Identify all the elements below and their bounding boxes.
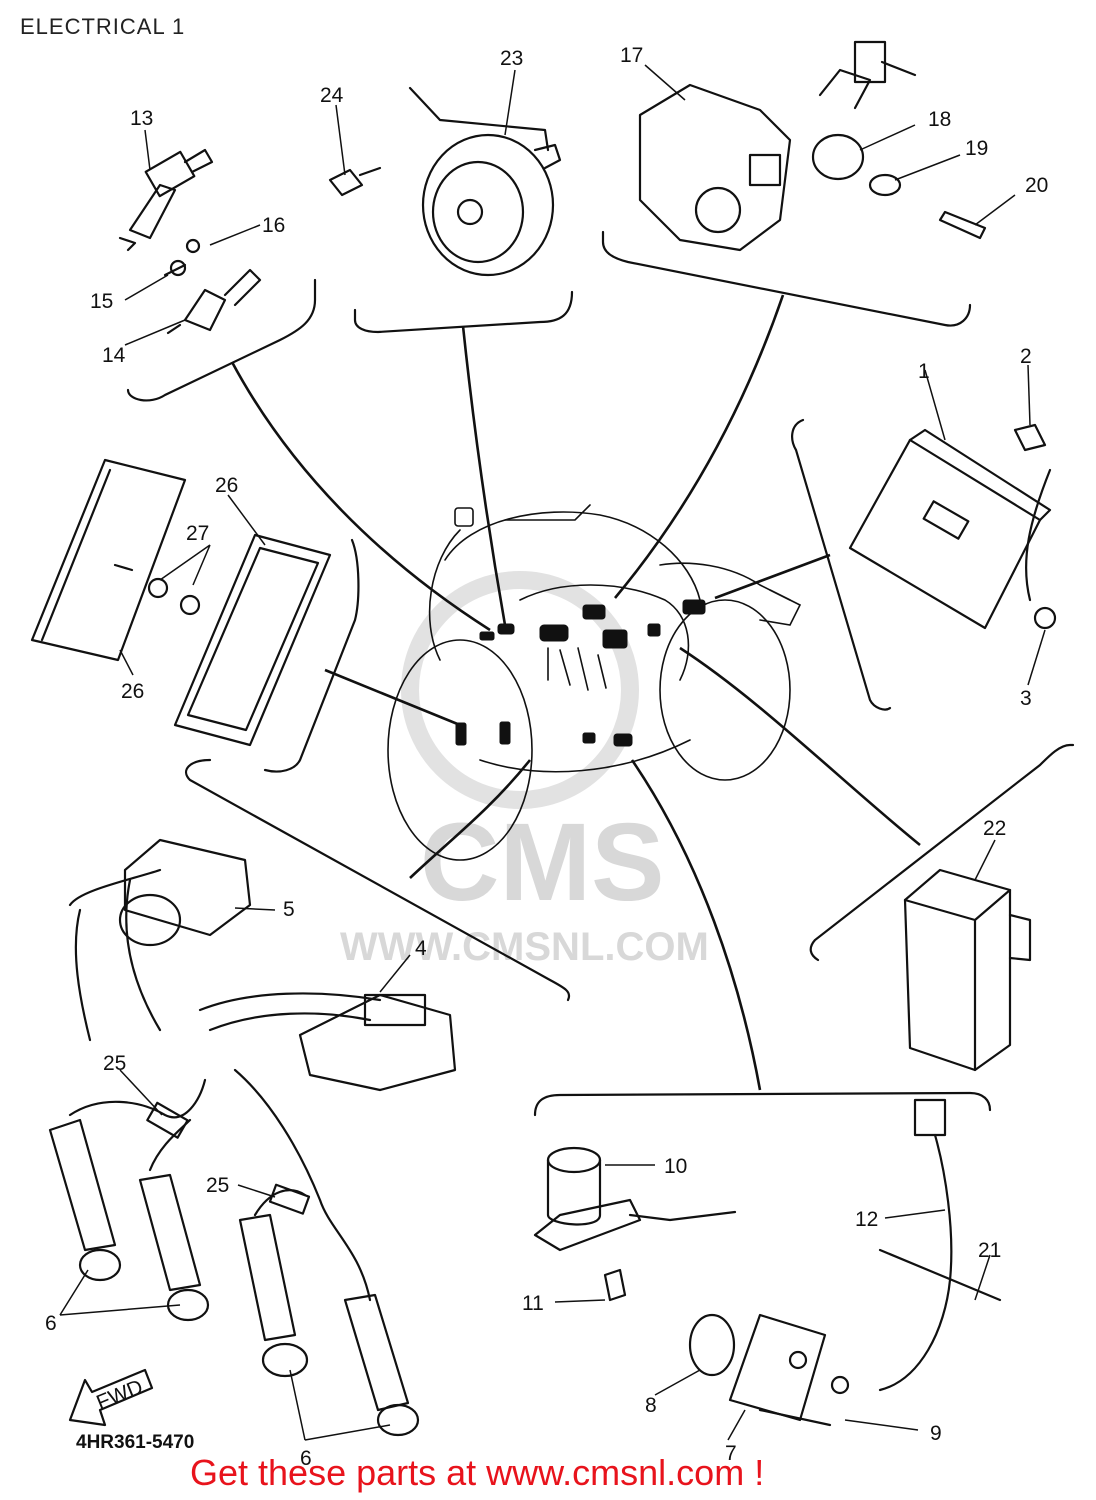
callout-14: 14: [102, 344, 126, 367]
callout-24: 24: [320, 84, 344, 107]
callout-17: 17: [620, 44, 643, 67]
watermark-url: WWW.CMSNL.COM: [340, 925, 709, 969]
plug-cap-group: [48, 1068, 420, 1437]
callout-9: 9: [930, 1422, 942, 1445]
callout-11: 11: [522, 1292, 544, 1315]
relay-group: [903, 868, 1032, 1072]
callout-25a: 25: [103, 1052, 126, 1075]
callout-12: 12: [855, 1208, 878, 1231]
watermark: CMS WWW.CMSNL.COM: [340, 571, 709, 969]
callout-5: 5: [283, 898, 295, 921]
motorcycle-sketch: [387, 504, 802, 861]
callout-15: 15: [90, 290, 113, 313]
callout-2: 2: [1020, 345, 1032, 368]
ignitor-unit-group: [848, 423, 1057, 630]
lock-assembly-group: [638, 40, 987, 252]
switch-sensor-group: [688, 1098, 1002, 1427]
callout-18: 18: [928, 108, 951, 131]
callout-20: 20: [1025, 174, 1048, 197]
callout-13: 13: [130, 107, 153, 130]
ignition-coil-group: [68, 838, 457, 1092]
callout-22: 22: [983, 817, 1006, 840]
callout-6b: 6: [300, 1447, 312, 1470]
callout-4: 4: [415, 937, 427, 960]
page-title: ELECTRICAL 1: [20, 14, 186, 39]
diagram-code: 4HR361-5470: [76, 1432, 195, 1453]
callout-25b: 25: [206, 1174, 229, 1197]
starter-relay-group: [533, 1146, 737, 1302]
callout-26a: 26: [215, 474, 238, 497]
promo-link-text[interactable]: Get these parts at www.cmsnl.com !: [190, 1452, 765, 1493]
callout-23: 23: [500, 47, 523, 70]
callout-3: 3: [1020, 687, 1032, 710]
horn-group: [328, 86, 562, 277]
watermark-brand: CMS: [420, 801, 664, 924]
callout-26b: 26: [121, 680, 144, 703]
thermo-sensor-group: [118, 148, 262, 335]
callout-leaders: [59, 64, 1046, 1441]
callout-1: 1: [918, 360, 930, 383]
callout-19: 19: [965, 137, 988, 160]
callout-6a: 6: [45, 1312, 57, 1335]
callout-8: 8: [645, 1394, 657, 1417]
callout-7: 7: [725, 1442, 737, 1465]
callout-21: 21: [978, 1239, 1001, 1262]
callout-27: 27: [186, 522, 209, 545]
callout-10: 10: [664, 1155, 687, 1178]
callout-labels: 1 2 3 4 5 6 6 7 8 9 10 11 12 13 14 15 16…: [45, 44, 1048, 1470]
fwd-arrow: FWD: [68, 1368, 154, 1427]
group-brackets: [126, 230, 1075, 1117]
reflector-group: [30, 458, 332, 747]
callout-16: 16: [262, 214, 285, 237]
